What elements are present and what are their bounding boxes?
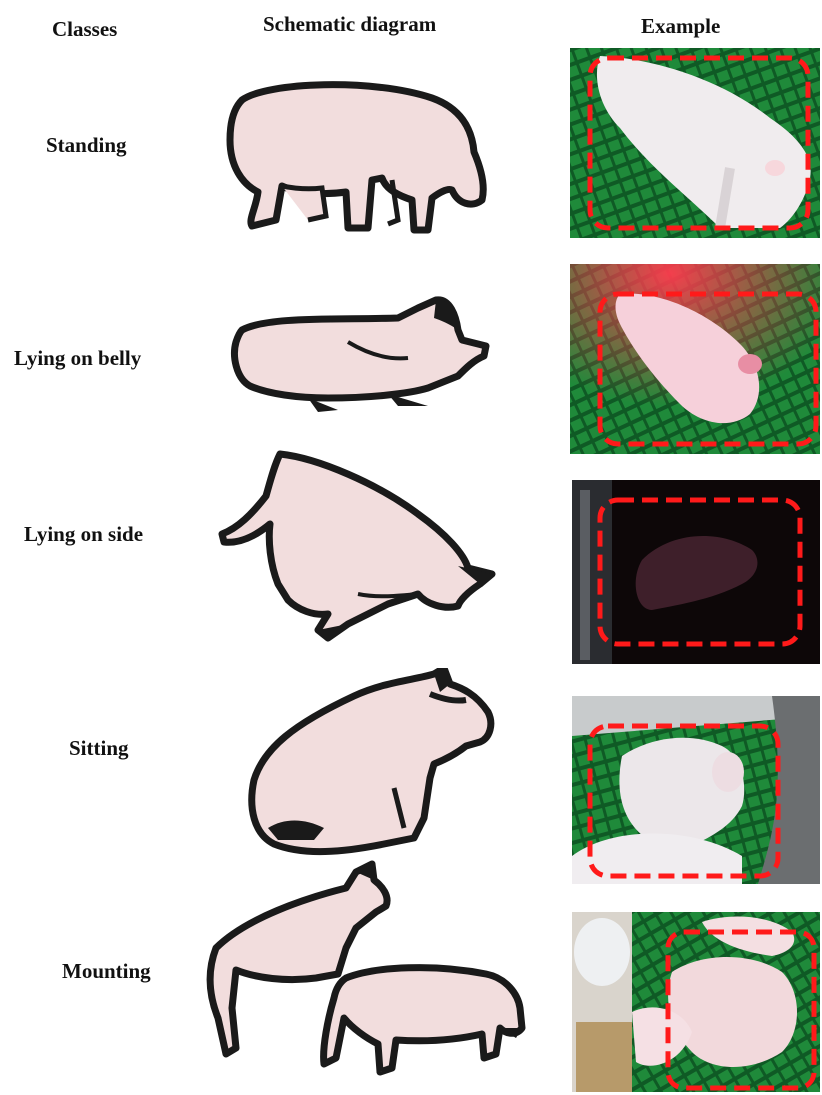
- example-photo-lying-on-belly: [570, 264, 820, 454]
- class-label-lying-on-belly: Lying on belly: [14, 346, 141, 371]
- class-label-mounting: Mounting: [62, 959, 151, 984]
- header-example: Example: [641, 14, 720, 39]
- header-classes: Classes: [52, 17, 117, 42]
- example-photo-standing: [570, 48, 820, 238]
- schematic-sitting: [244, 668, 496, 860]
- class-label-lying-on-side: Lying on side: [24, 522, 143, 547]
- schematic-lying-on-side: [218, 444, 498, 644]
- schematic-mounting: [196, 858, 526, 1080]
- class-label-sitting: Sitting: [69, 736, 129, 761]
- class-label-standing: Standing: [46, 133, 127, 158]
- example-photo-sitting: [572, 696, 820, 884]
- example-photo-lying-on-side: [572, 480, 820, 664]
- header-schematic-diagram: Schematic diagram: [263, 12, 436, 37]
- example-photo-mounting: [572, 912, 820, 1092]
- schematic-lying-on-belly: [228, 294, 490, 416]
- schematic-standing: [222, 80, 488, 240]
